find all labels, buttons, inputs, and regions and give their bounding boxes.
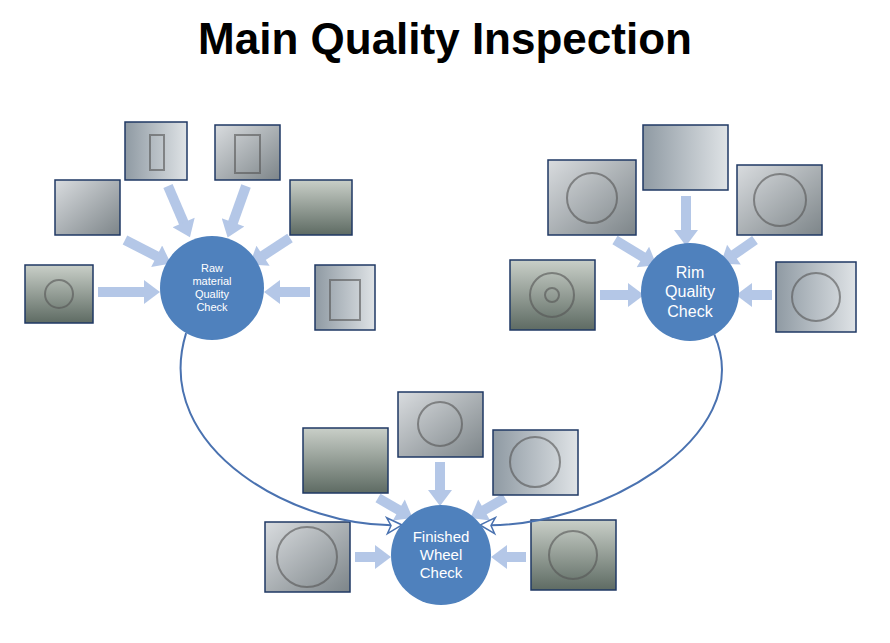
circle-label: Rim Quality Check [657,263,723,321]
check-circle: Rim Quality Check [641,243,739,341]
circle-label: Finished Wheel Check [409,528,473,582]
check-circle: Raw material Quality Check [160,236,264,340]
feed-arrows [98,186,772,557]
flow-arrow [481,334,722,525]
circle-label: Raw material Quality Check [184,262,240,315]
check-circle: Finished Wheel Check [391,505,491,605]
flow-arrow [181,333,401,525]
page-title: Main Quality Inspection [0,14,890,64]
